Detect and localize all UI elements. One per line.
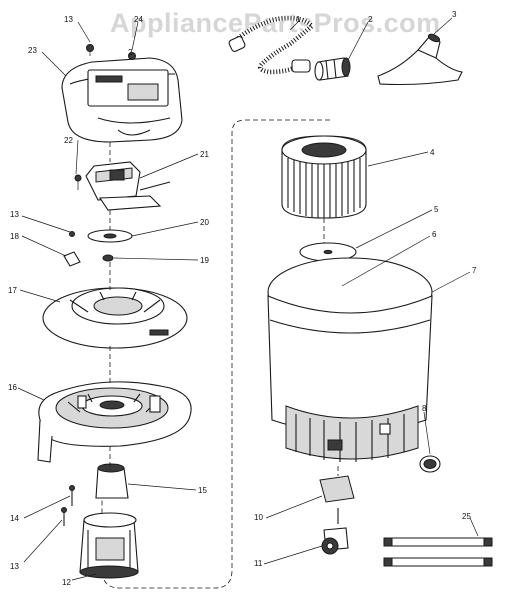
- part-15-float: [95, 463, 129, 499]
- part-24-screw-head: [128, 52, 136, 60]
- callout-16: 16: [8, 383, 17, 392]
- part-2-hose-fitting: [314, 57, 351, 81]
- callout-12: 12: [62, 578, 71, 587]
- callout-3: 3: [452, 10, 457, 19]
- callout-13-top: 13: [64, 15, 73, 24]
- part-13-screw-top: [86, 44, 94, 56]
- watermark-text: AppliancePartsPros.com: [110, 8, 441, 38]
- callout-11: 11: [254, 559, 263, 568]
- part-1-hose: [228, 15, 316, 75]
- part-18-plug: [63, 251, 81, 267]
- part-19-nut: [102, 254, 114, 262]
- part-7-tank: [267, 257, 433, 462]
- callout-4: 4: [430, 148, 435, 157]
- callout-10: 10: [254, 513, 263, 522]
- part-3-crevice-nozzle: [377, 33, 463, 86]
- leader-lines: [17, 17, 479, 581]
- callout-1: 1: [296, 15, 301, 24]
- callout-13-bottom: 13: [10, 562, 19, 571]
- callout-7: 7: [472, 266, 477, 275]
- callout-24: 24: [134, 15, 143, 24]
- callout-22: 22: [64, 136, 73, 145]
- callout-17: 17: [8, 286, 17, 295]
- part-25-extension-wands: [383, 537, 493, 567]
- part-8-drain-cap: [419, 455, 441, 473]
- callout-8: 8: [422, 404, 427, 413]
- assembly-boundary-line: [101, 119, 330, 589]
- part-23-motor-cover: [61, 57, 183, 143]
- part-13-screw-bottom: [61, 507, 67, 526]
- callout-14: 14: [10, 514, 19, 523]
- callout-6: 6: [432, 230, 437, 239]
- part-4-cartridge-filter: [281, 135, 367, 219]
- part-21-motor: [85, 161, 171, 211]
- callout-21: 21: [200, 150, 209, 159]
- part-10-caster-socket: [319, 466, 355, 503]
- part-20-impeller-plate: [87, 229, 133, 243]
- callout-2: 2: [368, 15, 373, 24]
- callout-15: 15: [198, 486, 207, 495]
- callout-19: 19: [200, 256, 209, 265]
- part-16-lid-lower: [37, 381, 192, 463]
- part-14-screw: [69, 485, 75, 506]
- callout-13-mid: 13: [10, 210, 19, 219]
- callout-20: 20: [200, 218, 209, 227]
- part-22-screw: [74, 174, 82, 190]
- part-11-caster: [321, 508, 349, 555]
- callout-18: 18: [10, 232, 19, 241]
- part-13-screw-mid: [69, 231, 75, 237]
- part-17-lid-upper: [42, 287, 188, 349]
- callout-5: 5: [434, 205, 439, 214]
- callout-23: 23: [28, 46, 37, 55]
- part-12-float-cage: [79, 512, 139, 579]
- callout-2-small: 2: [128, 48, 133, 57]
- callout-25: 25: [462, 512, 471, 521]
